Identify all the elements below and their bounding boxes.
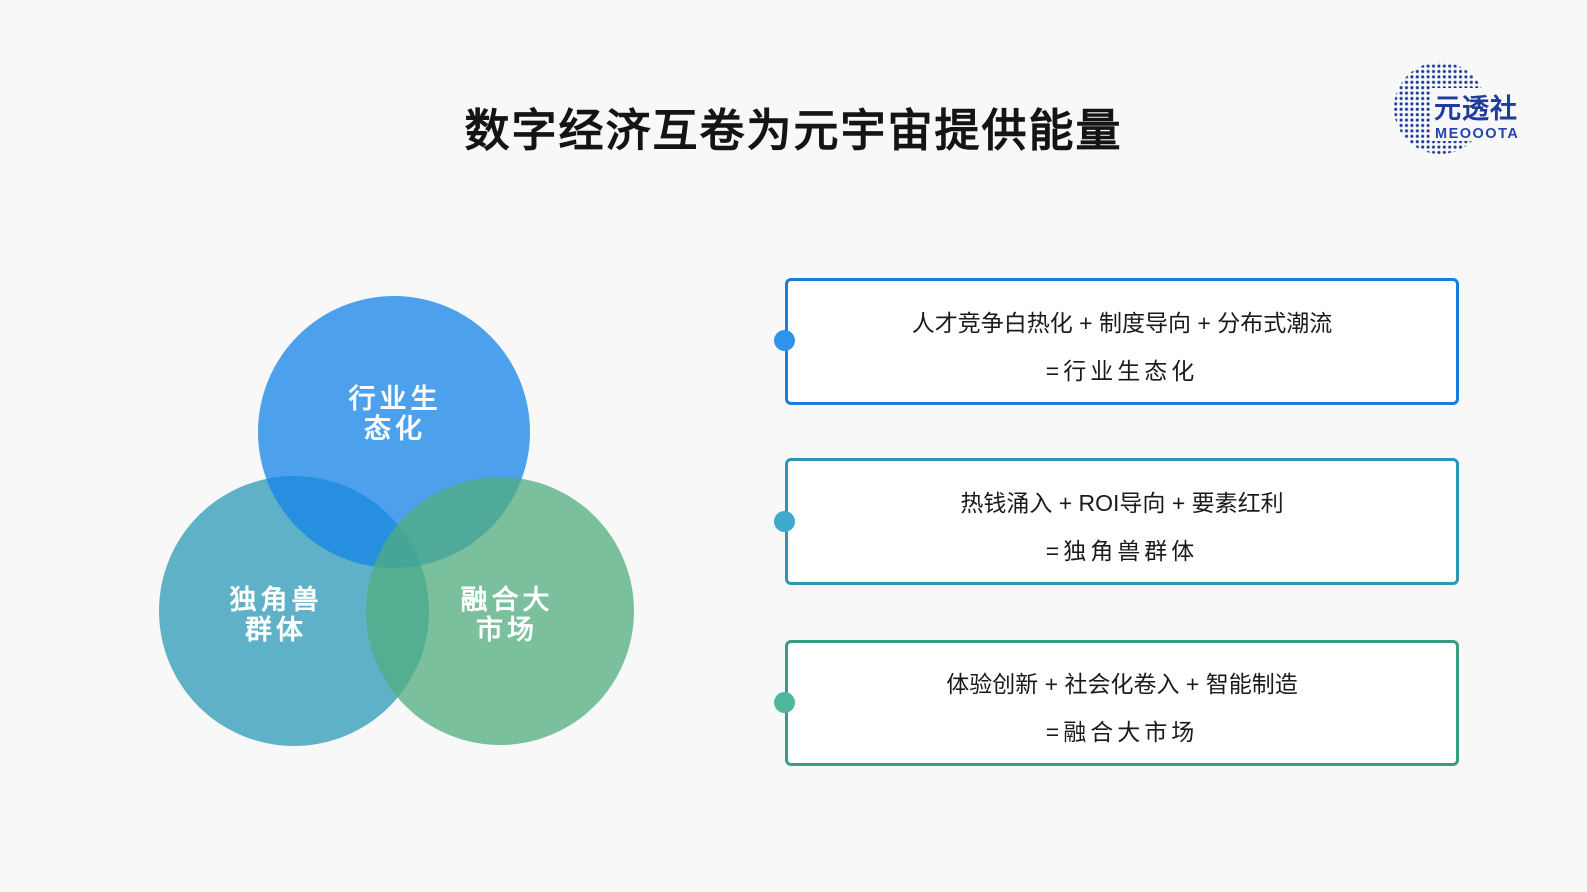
- equation-line: 体验创新 + 社会化卷入 + 智能制造: [946, 671, 1298, 697]
- venn-label-industry-ecology: 行业生 态化: [295, 384, 495, 444]
- globe-logo-icon: 元透社 MEOOOTA: [1394, 62, 1525, 154]
- logo-brand-text: 元透社: [1434, 93, 1518, 124]
- equation-result: =独角兽群体: [1045, 537, 1199, 564]
- venn-label-line: 独角兽: [229, 585, 323, 615]
- connector-dot-icon: [774, 511, 795, 532]
- venn-label-fusion-market: 融合大 市场: [407, 585, 607, 645]
- brand-logo: 元透社 MEOOOTA: [1393, 58, 1525, 162]
- equation-result: =行业生态化: [1045, 357, 1199, 384]
- venn-circle-fusion-market: [366, 477, 634, 745]
- equation-result: =融合大市场: [1045, 719, 1199, 745]
- page-title: 数字经济互卷为元宇宙提供能量: [464, 105, 1123, 156]
- equation-box-industry-ecology: 人才竞争白热化 + 制度导向 + 分布式潮流 =行业生态化: [785, 278, 1459, 405]
- equation-box-fusion-market: 体验创新 + 社会化卷入 + 智能制造 =融合大市场: [785, 640, 1459, 766]
- equation-line: 热钱涌入 + ROI导向 + 要素红利: [960, 489, 1284, 516]
- connector-dot-icon: [774, 692, 795, 713]
- equation-box-unicorn-group: 热钱涌入 + ROI导向 + 要素红利 =独角兽群体: [785, 458, 1459, 585]
- venn-label-line: 态化: [364, 414, 426, 444]
- logo-text-band: [1431, 88, 1525, 141]
- logo-brand-latin-text: MEOOOTA: [1435, 126, 1519, 142]
- venn-label-line: 行业生: [348, 384, 442, 414]
- venn-label-line: 群体: [245, 615, 307, 645]
- venn-label-line: 融合大: [460, 585, 554, 615]
- equation-line: 人才竞争白热化 + 制度导向 + 分布式潮流: [911, 309, 1333, 336]
- connector-dot-icon: [774, 330, 795, 351]
- venn-label-line: 市场: [476, 615, 538, 645]
- venn-label-unicorn-group: 独角兽 群体: [176, 585, 376, 645]
